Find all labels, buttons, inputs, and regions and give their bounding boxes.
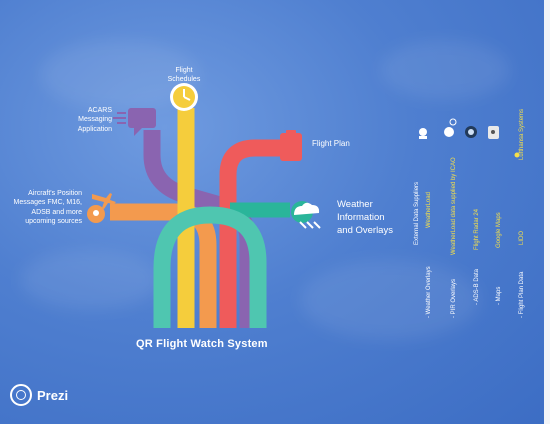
- prezi-logo-icon: [10, 384, 32, 406]
- supplier-source: Flight Radar 24: [474, 208, 480, 250]
- integration-arch: [153, 206, 267, 328]
- flight-plan-pipe: [219, 139, 286, 328]
- clock-icon: [170, 83, 198, 111]
- supplier-label: - ADS-B Data: [474, 268, 480, 305]
- aircraft-position-label: Aircraft's Position Messages FMC, M16, A…: [13, 190, 82, 226]
- acars-label: ACARS Messaging Application: [77, 107, 112, 133]
- diagram-title: QR Flight Watch System: [136, 338, 268, 350]
- flightradar-logo-icon: [465, 126, 477, 138]
- window-edge: [544, 0, 550, 424]
- flight-plan-label: Flight Plan: [312, 139, 350, 148]
- flight-schedules-label: Flight Schedules: [167, 67, 201, 84]
- supplier-label: - Flight Plan Data: [519, 271, 525, 318]
- background-cloud: [20, 250, 160, 310]
- supplier-source: LIDO: [519, 230, 525, 245]
- chat-bubble-icon: [113, 108, 156, 136]
- supplier-logos: [419, 118, 520, 158]
- weather-cloud-icon: [291, 201, 321, 229]
- supplier-label: - PIR Overlays: [451, 278, 457, 318]
- weatherload-logo-icon: [419, 128, 427, 139]
- prezi-branding[interactable]: Prezi: [10, 384, 68, 406]
- google-maps-logo-icon: [488, 126, 499, 139]
- background-cloud: [300, 260, 480, 340]
- icao-logo-icon: [444, 118, 457, 137]
- lido-logo-icon: [514, 152, 520, 158]
- suppliers-group-title: External Data Suppliers: [414, 181, 420, 245]
- supplier-source: Google Maps: [496, 212, 502, 248]
- supplier-label: - Weather Overlays: [426, 266, 432, 318]
- supplier-source: WeatherLoad: [426, 192, 432, 228]
- background-cloud: [380, 40, 510, 100]
- airplane-icon: [87, 193, 116, 223]
- supplier-source: WeatherLoad data supplied by ICAO: [451, 157, 457, 255]
- prezi-wordmark: Prezi: [37, 387, 69, 403]
- clipboard-icon: [280, 130, 302, 161]
- weather-label: Weather Information and Overlays: [337, 199, 393, 236]
- supplier-label: - Maps: [496, 286, 502, 305]
